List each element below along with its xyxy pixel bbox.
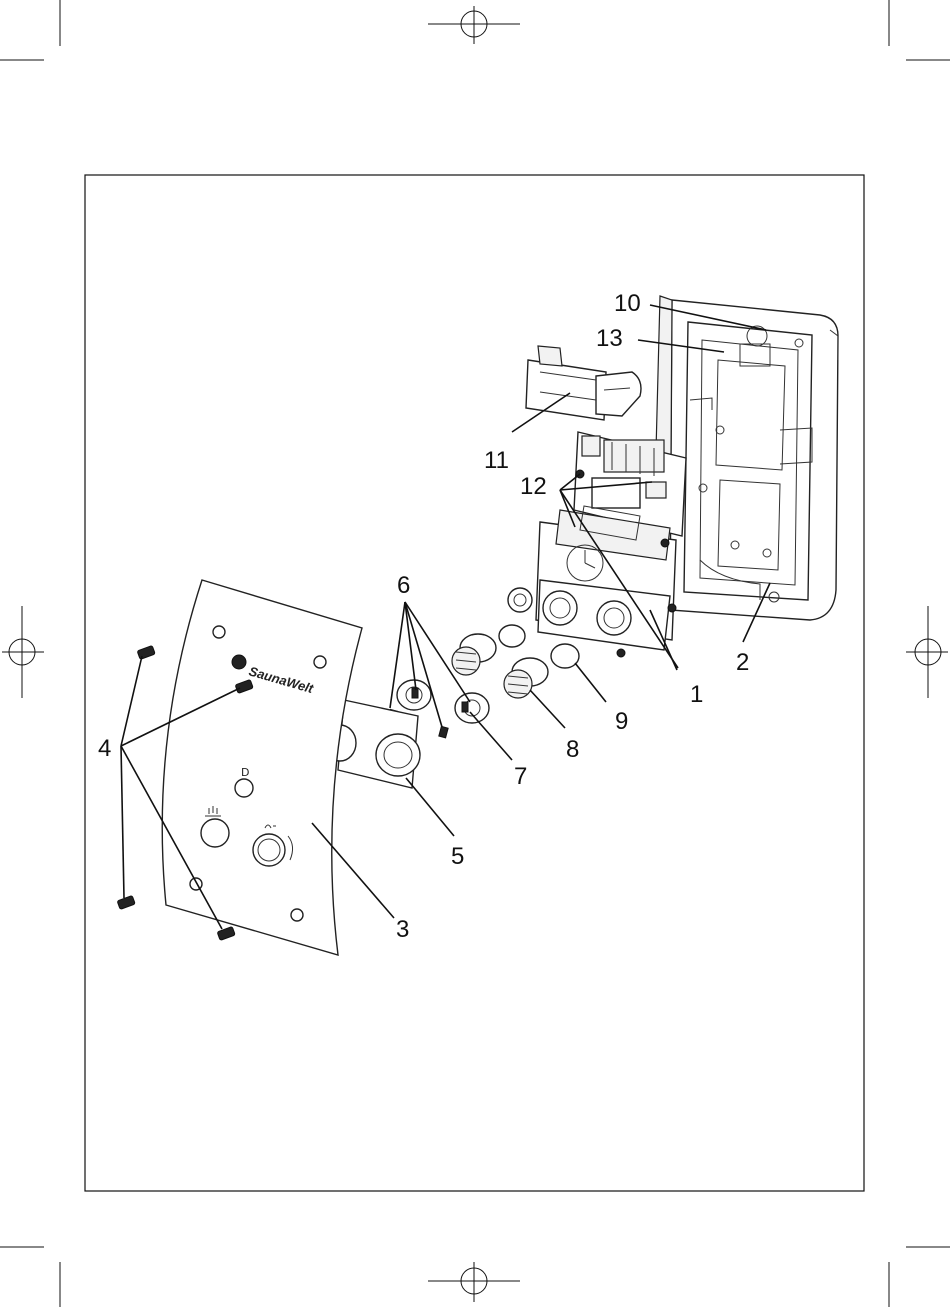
callout-6: 6 xyxy=(397,572,410,599)
callout-10: 10 xyxy=(614,290,641,317)
callout-8: 8 xyxy=(566,736,579,763)
control-knob-upper xyxy=(452,634,496,675)
callout-5: 5 xyxy=(451,843,464,870)
registration-mark-bottom xyxy=(428,1262,520,1302)
callout-2: 2 xyxy=(736,649,749,676)
o-ring-upper xyxy=(499,625,525,647)
registration-mark-top xyxy=(428,6,520,44)
callout-1: 1 xyxy=(690,681,703,708)
panel-symbol-text: D xyxy=(241,766,249,779)
callout-9: 9 xyxy=(615,708,628,735)
registration-mark-right xyxy=(906,606,948,698)
relay-clip xyxy=(526,346,641,420)
callout-12: 12 xyxy=(520,473,547,500)
callout-13: 13 xyxy=(596,325,623,352)
callout-3: 3 xyxy=(396,916,409,943)
o-ring-lower xyxy=(551,644,579,668)
knob-stub xyxy=(508,588,532,612)
control-knob-lower xyxy=(504,658,548,698)
callout-11: 11 xyxy=(484,447,509,474)
callout-4: 4 xyxy=(98,735,111,762)
front-cover-panel: SaunaWelt D xyxy=(162,580,362,955)
knob-flange-lower xyxy=(455,693,489,723)
registration-mark-left xyxy=(2,606,44,698)
callout-7: 7 xyxy=(514,763,527,790)
